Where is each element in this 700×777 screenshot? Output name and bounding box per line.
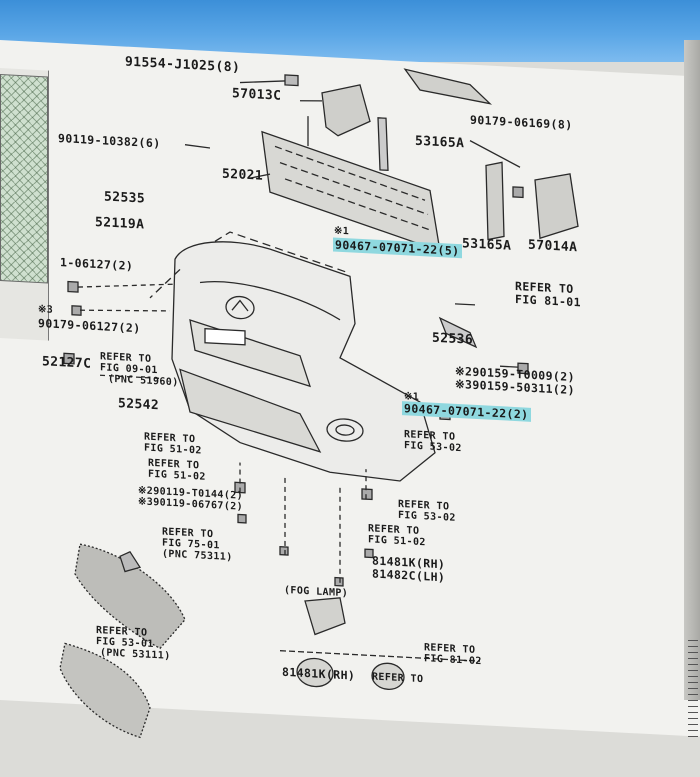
part-label[interactable]: 52536 xyxy=(432,330,474,348)
bracket-53165a xyxy=(485,161,505,241)
part-label[interactable]: 57014A xyxy=(528,237,578,256)
part-label[interactable]: 52119A xyxy=(95,214,145,233)
fog-lamp-cover xyxy=(304,597,346,636)
side-retainer-52536 xyxy=(438,316,478,349)
part-label[interactable]: 52127C xyxy=(42,354,92,372)
bumper-exploded-diagram xyxy=(59,68,579,739)
bumper-reinforcement-part xyxy=(261,130,441,253)
scrollbar-ruler[interactable] xyxy=(688,640,698,740)
part-label[interactable]: 57013C xyxy=(232,86,282,104)
parts-diagram-viewer[interactable]: 91554-J1025(8) 57013C 90179-06169(8) 901… xyxy=(0,40,700,739)
part-label[interactable]: 53165A xyxy=(462,236,512,254)
front-bumper-cover xyxy=(171,241,436,482)
window-right-edge xyxy=(684,40,700,740)
note-mark: ※3 xyxy=(38,303,54,316)
lower-grille-part xyxy=(74,543,186,650)
part-label[interactable]: 52542 xyxy=(118,396,160,414)
bracket-57014a xyxy=(534,173,579,240)
part-label[interactable]: 52535 xyxy=(104,189,146,207)
part-label[interactable]: 52021 xyxy=(222,166,264,184)
bracket-57013c xyxy=(321,84,371,137)
part-label[interactable]: 53165A xyxy=(415,133,465,152)
note-mark: ※1 xyxy=(334,225,350,238)
